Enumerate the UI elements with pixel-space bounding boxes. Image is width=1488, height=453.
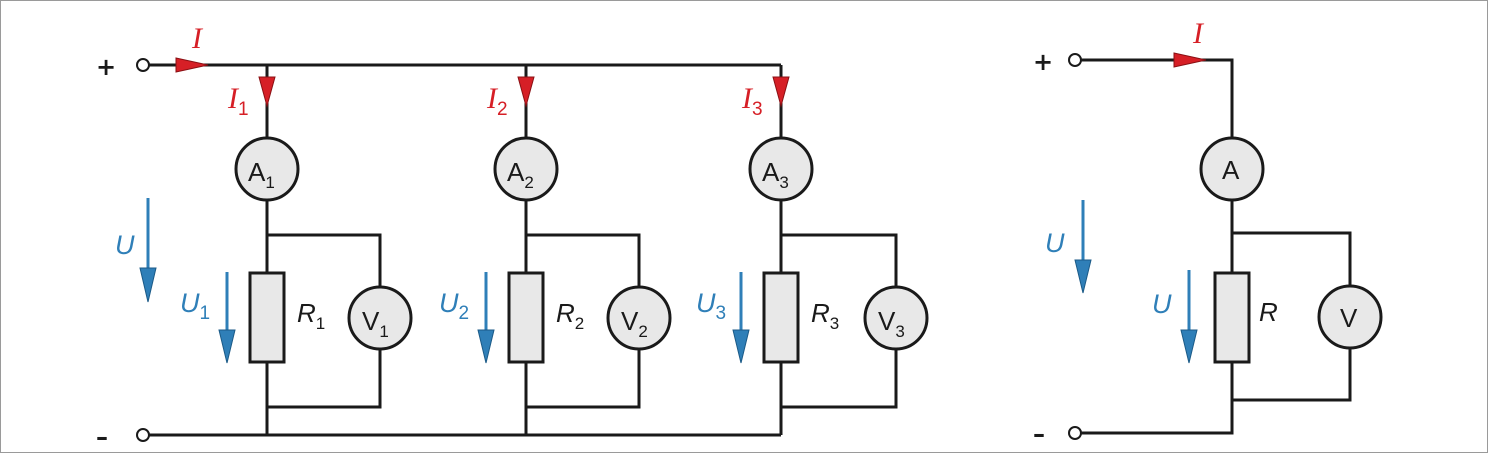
eq-plus-sign: + xyxy=(1033,48,1053,76)
branch-2-current-arrow xyxy=(517,76,535,108)
branch-2-voltmeter-top-wire xyxy=(526,233,641,291)
resistor-3-label: R3 xyxy=(811,298,839,333)
branch-1-current-arrow xyxy=(258,76,276,108)
branch-2: I2 A2 R2 V2 U2 xyxy=(439,65,672,435)
main-current-arrow xyxy=(175,57,209,73)
branch-2-current-label: I2 xyxy=(486,82,508,120)
resistor-2-label: R2 xyxy=(556,298,584,333)
branch-2-voltmeter-bottom-wire xyxy=(526,345,641,409)
resistor-1 xyxy=(248,271,286,364)
total-voltage-label: U xyxy=(115,230,135,260)
branch-2-voltage-arrow-head xyxy=(477,329,495,364)
branch-1-voltmeter-bottom-wire xyxy=(267,345,382,409)
eq-minus-terminal xyxy=(1068,426,1082,440)
branch-1: I1 A1 R1 V1 U1 xyxy=(180,65,413,435)
resistor-3 xyxy=(762,271,800,364)
eq-bottom-wire xyxy=(1081,362,1234,435)
branch-1-voltage-label: U1 xyxy=(180,288,210,324)
ammeter-1-label: A1 xyxy=(248,157,275,192)
eq-plus-terminal xyxy=(1068,53,1082,67)
ammeter-3 xyxy=(748,136,814,202)
eq-current-label: I xyxy=(1192,17,1205,50)
eq-top-wire xyxy=(1081,58,1234,138)
branch-3-voltmeter-bottom-wire xyxy=(781,345,898,409)
voltmeter-1 xyxy=(347,285,413,351)
eq-total-voltage-arrow-head xyxy=(1074,259,1092,294)
plus-sign: + xyxy=(96,53,116,81)
branch-2-voltage-label: U2 xyxy=(439,288,469,324)
voltmeter-2 xyxy=(606,285,672,351)
eq-current-arrow xyxy=(1173,52,1207,68)
eq-ammeter-label: A xyxy=(1222,155,1240,185)
main-current-label: I xyxy=(191,22,204,55)
branch-1-voltage-arrow-head xyxy=(218,329,236,364)
ammeter-2 xyxy=(493,136,559,202)
branch-3-current-arrow xyxy=(772,76,790,108)
equivalent-circuit: + – I A R V U U xyxy=(1033,17,1383,448)
total-voltage-arrow-head xyxy=(139,267,157,303)
eq-voltmeter-bottom-wire xyxy=(1232,348,1352,402)
voltmeter-2-label: V2 xyxy=(621,306,648,341)
ammeter-2-label: A2 xyxy=(507,157,534,192)
branch-1-voltmeter-top-wire xyxy=(267,233,382,291)
eq-resistor-label: R xyxy=(1259,297,1278,327)
eq-minus-sign: – xyxy=(1033,420,1045,448)
branch-3-voltage-label: U3 xyxy=(696,288,726,324)
resistor-1-label: R1 xyxy=(297,298,325,333)
branch-3: I3 A3 R3 V3 U3 xyxy=(696,65,929,435)
branch-1-current-label: I1 xyxy=(227,82,249,120)
voltmeter-3 xyxy=(863,285,929,351)
minus-terminal xyxy=(136,428,150,442)
resistor-2 xyxy=(507,271,545,364)
voltmeter-3-label: V3 xyxy=(878,306,905,341)
branch-3-voltmeter-top-wire xyxy=(781,233,898,291)
parallel-circuit: + – I I1 A1 R1 xyxy=(96,22,929,451)
eq-voltage-arrow-head xyxy=(1180,329,1198,364)
eq-voltmeter-label: V xyxy=(1340,303,1358,333)
ammeter-3-label: A3 xyxy=(762,157,789,192)
plus-terminal xyxy=(136,58,150,72)
eq-voltmeter-top-wire xyxy=(1232,231,1352,287)
voltmeter-1-label: V1 xyxy=(362,306,389,341)
ammeter-1 xyxy=(234,136,300,202)
branch-3-voltage-arrow-head xyxy=(732,329,750,364)
minus-sign: – xyxy=(96,423,108,451)
eq-total-voltage-label: U xyxy=(1045,228,1065,258)
eq-resistor xyxy=(1213,271,1251,364)
branch-3-current-label: I3 xyxy=(741,82,763,120)
eq-voltage-label: U xyxy=(1152,289,1172,319)
